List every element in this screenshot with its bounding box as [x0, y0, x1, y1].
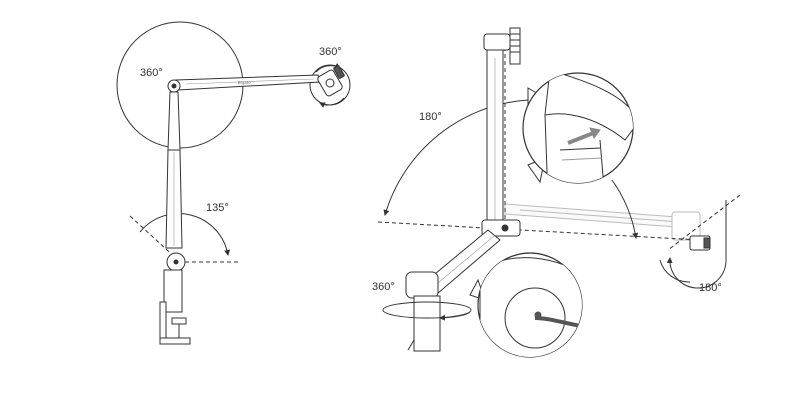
top-hinge: [483, 33, 511, 51]
end-rotation-arrow-2: [319, 97, 345, 108]
top-angle-arc: [383, 99, 529, 216]
right-arm-figure: [377, 27, 741, 352]
label-head-angle: 180°: [699, 282, 722, 294]
reference-baseline: [377, 221, 701, 241]
head-angle-arc: [666, 200, 727, 289]
middle-joint: [481, 219, 521, 237]
label-end-circle-angle: 360°: [319, 46, 342, 58]
base-hinge: [405, 271, 439, 299]
base-rotation-ellipse: [382, 301, 472, 319]
head-angle-arc-2: [659, 259, 691, 283]
zoom-callout-bottom: [469, 252, 583, 358]
label-large-circle-angle: 360°: [140, 67, 163, 79]
clamp-frame: [159, 301, 167, 341]
left-arm-figure: [116, 21, 351, 345]
head-axis-line: [667, 194, 741, 251]
top-angle-arc-right: [611, 179, 639, 239]
angle-arc-135: [139, 213, 231, 256]
clamp-screw-pad: [171, 317, 187, 325]
label-base-angle: 135°: [206, 202, 229, 214]
base-column: [413, 295, 441, 352]
zoom-callout-top: [522, 72, 634, 184]
zoom-arrow-indicator: [567, 130, 597, 145]
arm-brand-text: Elgato: [237, 79, 251, 86]
angle-line-diagonal: [129, 215, 179, 261]
label-base-rotation: 360°: [372, 281, 395, 293]
clamp-column: [163, 269, 183, 313]
label-top-angle: 180°: [419, 111, 442, 123]
